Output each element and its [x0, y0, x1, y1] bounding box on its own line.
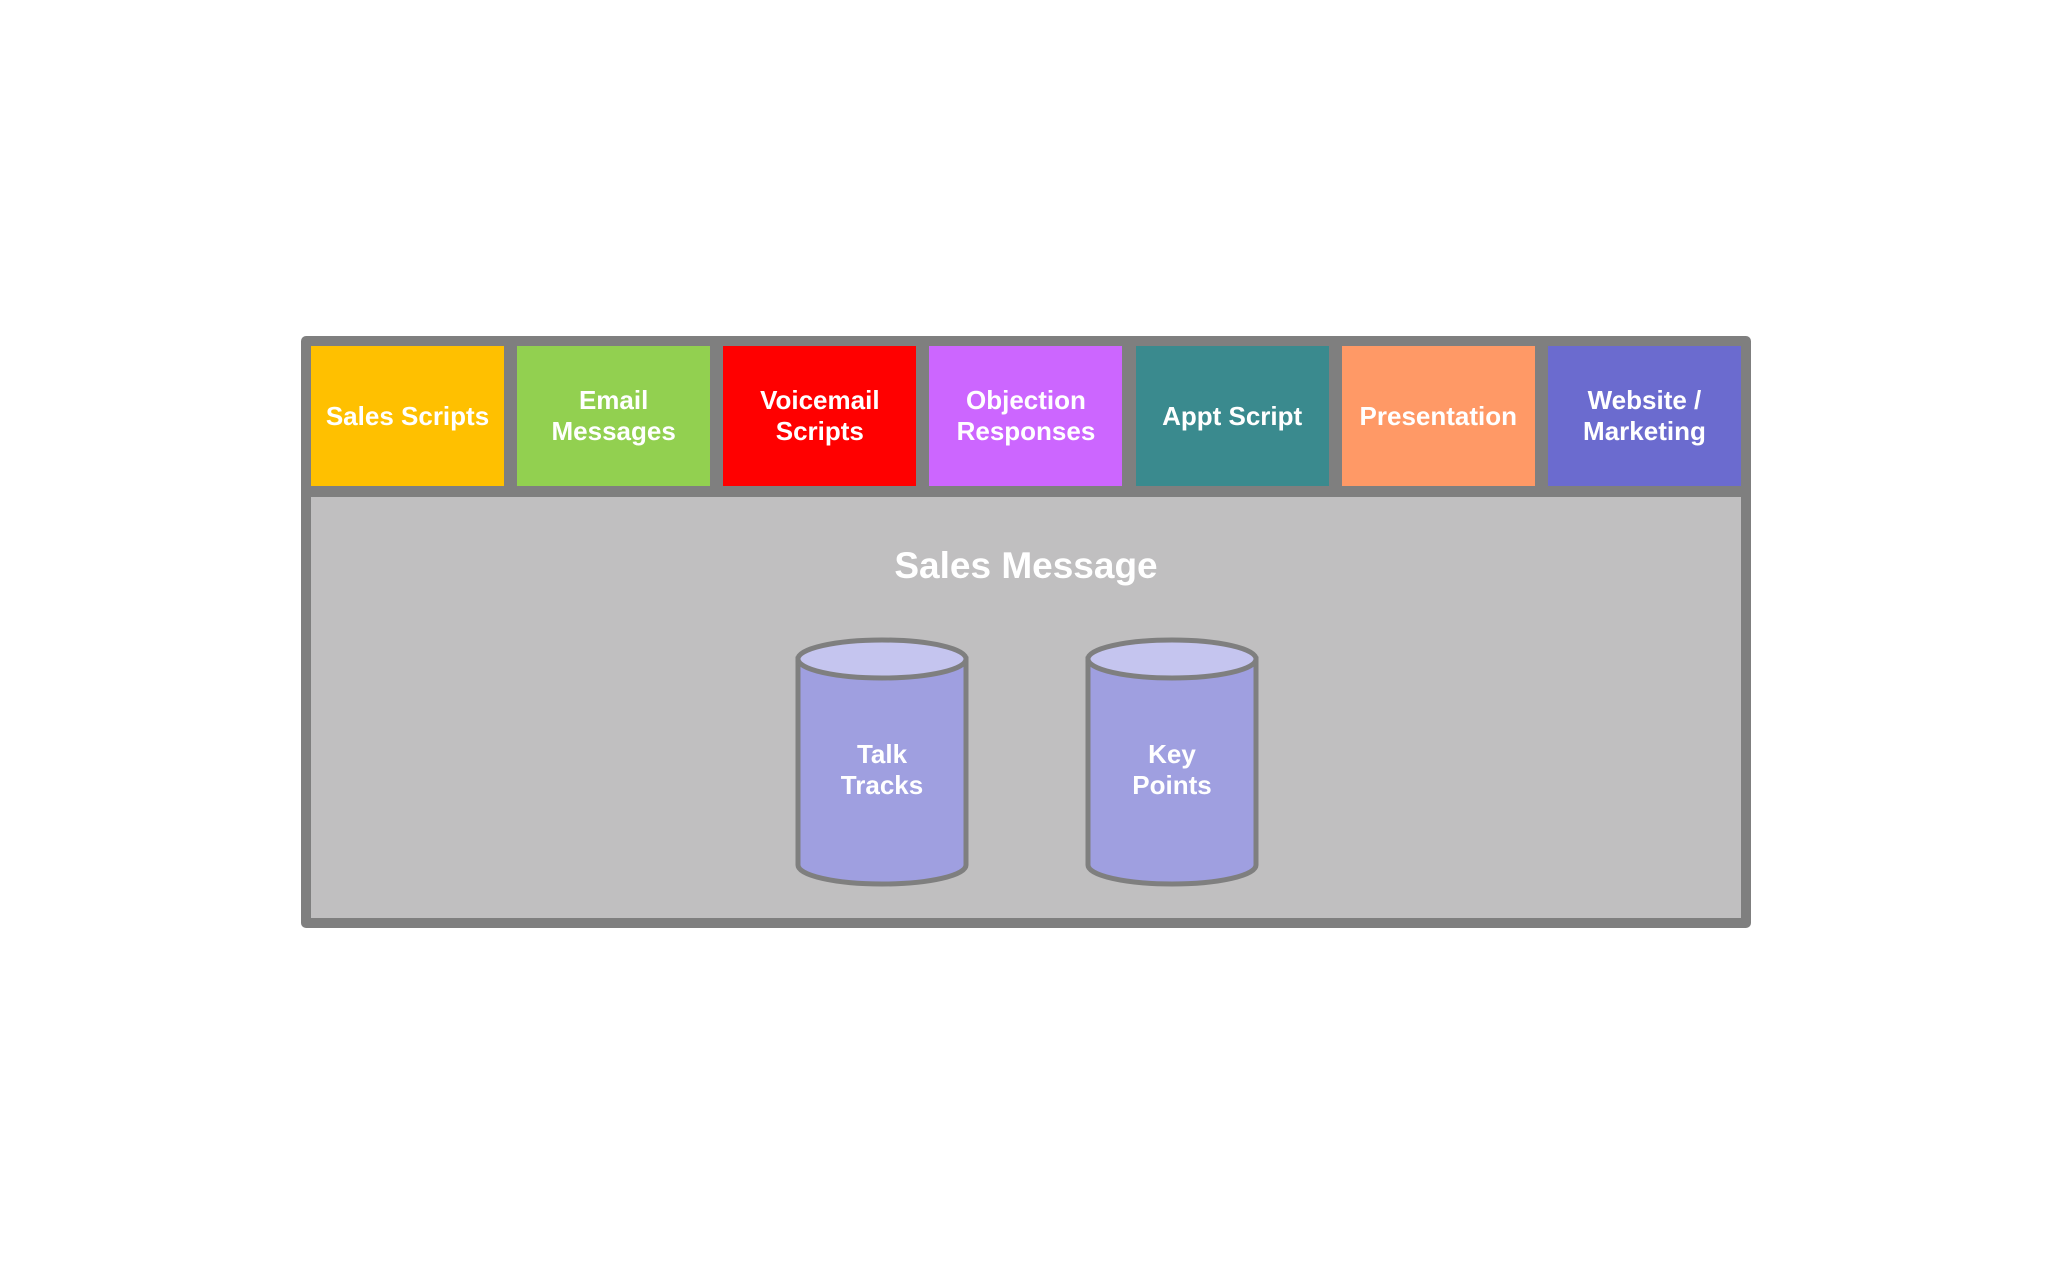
box-label-line: Website / [1587, 385, 1702, 415]
panel-title: Sales Message [894, 545, 1158, 586]
database-cylinder-icon [1085, 637, 1259, 887]
box-label-line: Sales Scripts [325, 400, 490, 431]
box-label: Objection Responses [957, 385, 1096, 447]
cylinder-key-points: Key Points [1085, 637, 1259, 887]
box-appt-script: Appt Script [1135, 346, 1329, 486]
cylinder-label-line: Points [1132, 770, 1212, 800]
cylinder-label-line: Tracks [840, 770, 924, 800]
sales-message-diagram: Sales Scripts Email Messages Voicemail S… [301, 336, 1751, 928]
box-label-line: Appt Script [1162, 400, 1303, 431]
box-label-line: Scripts [775, 416, 864, 446]
box-label: Voicemail Scripts [760, 385, 879, 447]
cylinder-label: Talk Tracks [795, 739, 969, 801]
database-cylinder-icon [795, 637, 969, 887]
box-label: Sales Scripts [326, 401, 489, 432]
box-label-line: Marketing [1583, 416, 1706, 446]
box-label: Presentation [1360, 401, 1518, 432]
box-label-line: Presentation [1359, 400, 1518, 431]
box-label-line: Voicemail [760, 385, 880, 415]
cylinder-talk-tracks: Talk Tracks [795, 637, 969, 887]
cylinder-label-line: Key [1148, 739, 1196, 769]
box-label-line: Messages [551, 416, 676, 446]
box-label: Website / Marketing [1583, 385, 1706, 447]
cylinder-label: Key Points [1085, 739, 1259, 801]
box-website-marketing: Website / Marketing [1547, 346, 1741, 486]
sales-message-panel: Sales Message Talk Tracks Key Points [311, 497, 1741, 918]
box-voicemail-scripts: Voicemail Scripts [723, 346, 917, 486]
box-presentation: Presentation [1341, 346, 1535, 486]
box-label: Email Messages [552, 385, 676, 447]
box-sales-scripts: Sales Scripts [311, 346, 504, 486]
box-label-line: Email [578, 385, 649, 415]
cylinder-label-line: Talk [856, 739, 908, 769]
channel-row: Sales Scripts Email Messages Voicemail S… [311, 346, 1741, 486]
box-label-line: Responses [956, 416, 1096, 446]
box-objection-responses: Objection Responses [929, 346, 1123, 486]
box-label-line: Objection [966, 385, 1086, 415]
box-email-messages: Email Messages [517, 346, 711, 486]
box-label: Appt Script [1162, 401, 1302, 432]
